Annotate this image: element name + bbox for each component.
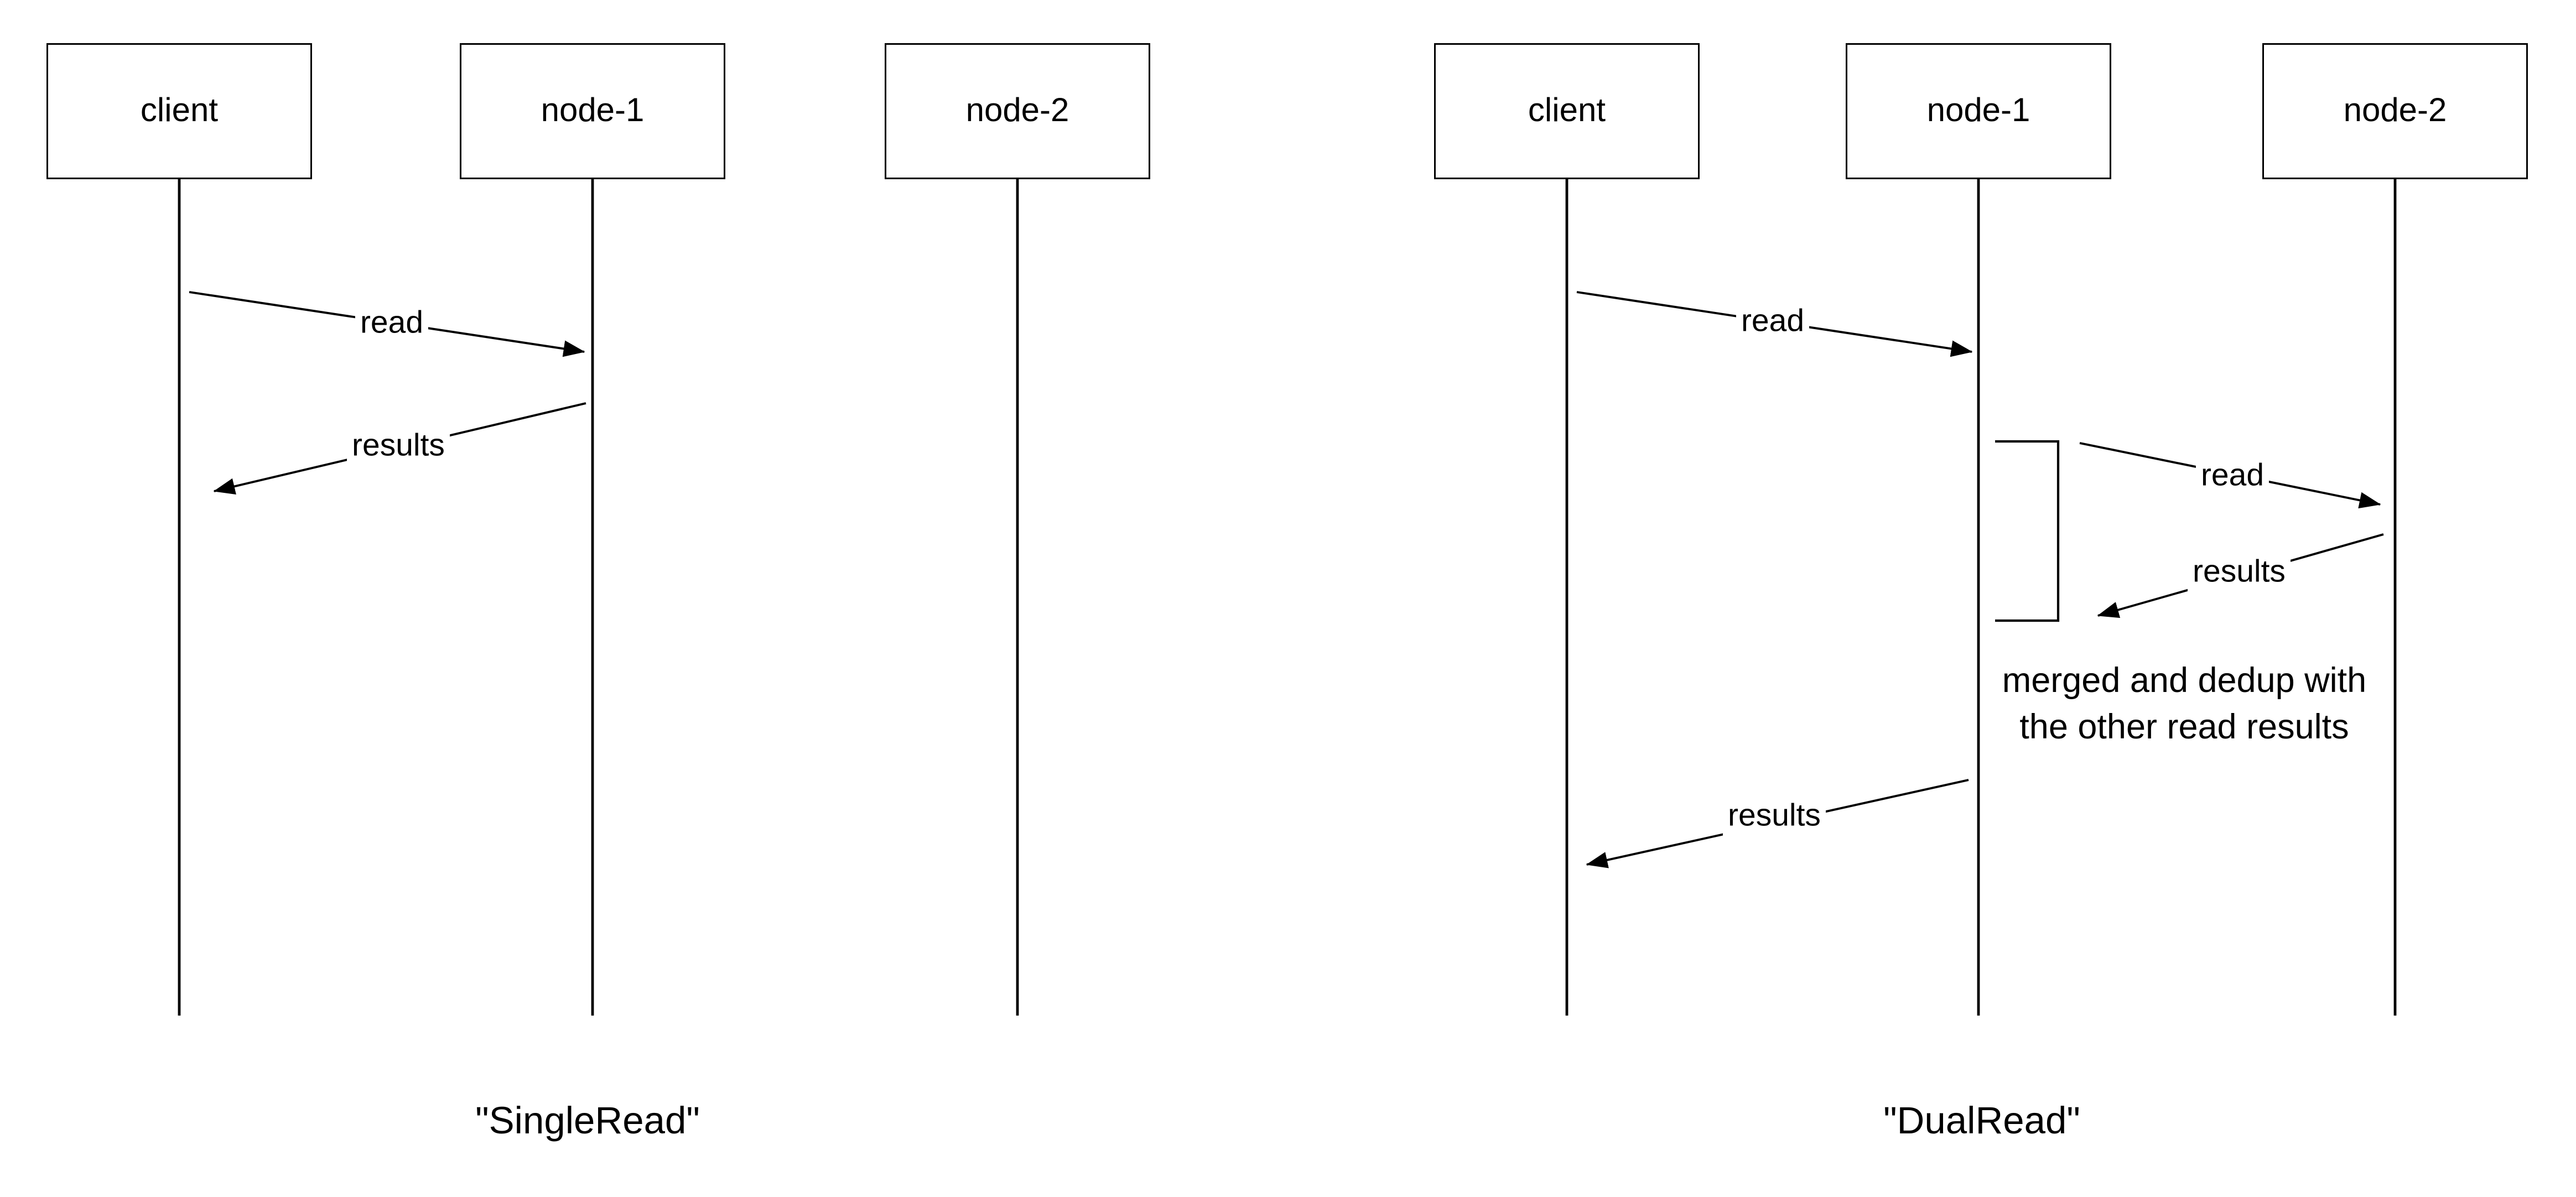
message-arrow-read-single xyxy=(189,291,585,357)
activation-bracket-node1 xyxy=(1995,440,2060,622)
message-arrow-read-node1-node2 xyxy=(2079,442,2381,509)
message-arrow-read-client-node1 xyxy=(1576,291,1973,357)
message-arrow-results-node1-client xyxy=(1586,779,1969,868)
message-arrow-results-node2-node1 xyxy=(2097,533,2384,618)
message-arrow-results-single xyxy=(213,402,586,495)
